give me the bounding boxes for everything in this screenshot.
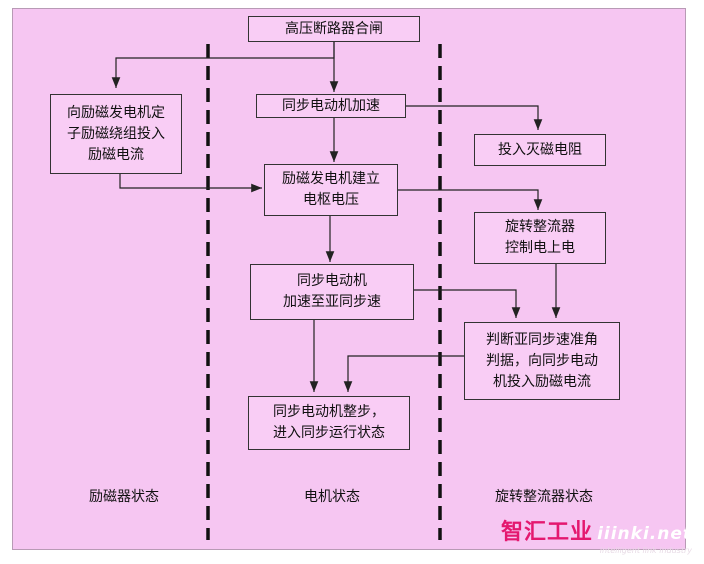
lane-label-exciter: 励磁器状态 [89, 489, 159, 505]
arrow-subsync-to-judge [414, 289, 521, 318]
arrow-hv-to-stator [111, 42, 335, 88]
node-sync-motor-accelerate: 同步电动机加速 [256, 94, 406, 118]
watermark-brand: 智汇工业 [501, 520, 594, 545]
node-hv-breaker-close: 高压断路器合闸 [248, 16, 420, 42]
node-armature-voltage: 励磁发电机建立 电枢电压 [264, 164, 398, 216]
watermark-tagline: intelligent link industry [599, 546, 692, 555]
node-angle-judgement: 判断亚同步速准角 判据，向同步电动 机投入励磁电流 [464, 322, 620, 400]
arrow-armature-to-rectifier [396, 189, 543, 210]
lane-label-rectifier: 旋转整流器状态 [495, 489, 593, 505]
arrow-stator-to-armature [119, 174, 262, 193]
lane-label-motor: 电机状态 [304, 489, 360, 505]
node-damping-resistor: 投入灭磁电阻 [474, 134, 606, 166]
node-pull-into-sync: 同步电动机整步， 进入同步运行状态 [248, 396, 410, 450]
node-stator-winding-excitation: 向励磁发电机定 子励磁绕组投入 励磁电流 [50, 94, 182, 174]
arrow-accel-to-resistor [406, 105, 543, 130]
node-rectifier-power-on: 旋转整流器 控制电上电 [474, 212, 606, 264]
node-subsync-speed: 同步电动机 加速至亚同步速 [250, 264, 414, 320]
watermark-url: iiinki.net [597, 524, 692, 544]
